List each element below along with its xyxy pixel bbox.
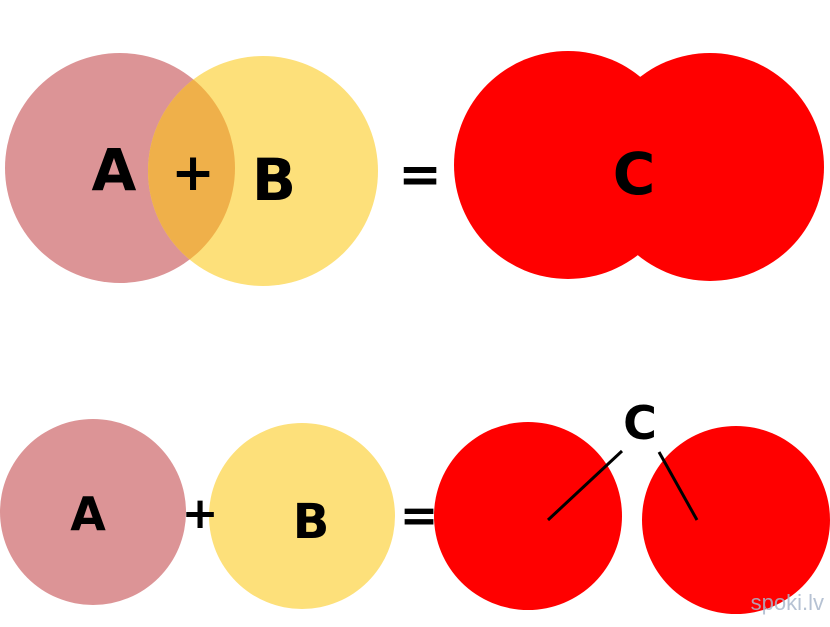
bottom-label-a: A xyxy=(70,487,106,541)
pointer-line-right xyxy=(657,451,699,521)
top-label-b: B xyxy=(252,146,296,214)
bottom-circle-c-left xyxy=(434,422,622,610)
bottom-operator-equals: = xyxy=(400,488,439,542)
top-circle-c-right xyxy=(596,53,824,281)
top-overlap-region xyxy=(148,56,235,283)
top-row: A + B = C xyxy=(5,51,824,286)
watermark-text: spoki.lv xyxy=(751,590,824,615)
bottom-circle-c-right xyxy=(642,426,830,614)
top-operator-plus: + xyxy=(171,143,215,203)
bottom-circle-b xyxy=(209,423,395,609)
pointer-line-left xyxy=(546,449,624,522)
bottom-label-c: C xyxy=(623,396,657,450)
bottom-row: A + B = C xyxy=(0,396,830,614)
top-label-a: A xyxy=(92,136,137,204)
bottom-label-b: B xyxy=(293,494,330,550)
top-operator-equals: = xyxy=(398,145,442,205)
top-label-c: C xyxy=(613,140,656,208)
bottom-operator-plus: + xyxy=(182,488,219,539)
bottom-circle-a xyxy=(0,419,186,605)
